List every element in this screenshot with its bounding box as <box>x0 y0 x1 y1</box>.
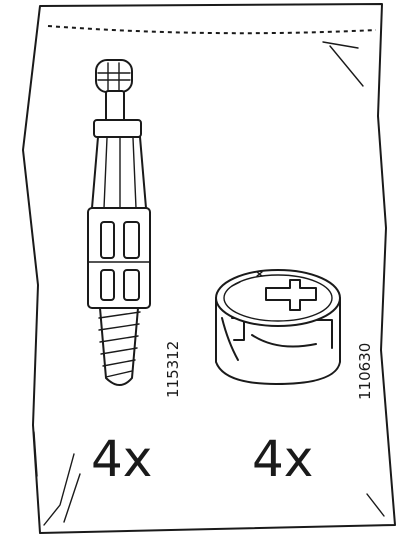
part-number-label: 115312 <box>164 341 182 398</box>
quantity-label: 4x <box>91 430 152 488</box>
plastic-bag-icon <box>22 3 396 534</box>
cam-dowel-bolt-icon <box>87 59 151 386</box>
cam-lock-nut-icon <box>215 269 341 385</box>
quantity-label: 4x <box>252 430 313 488</box>
part-number-label: 110630 <box>356 343 374 400</box>
